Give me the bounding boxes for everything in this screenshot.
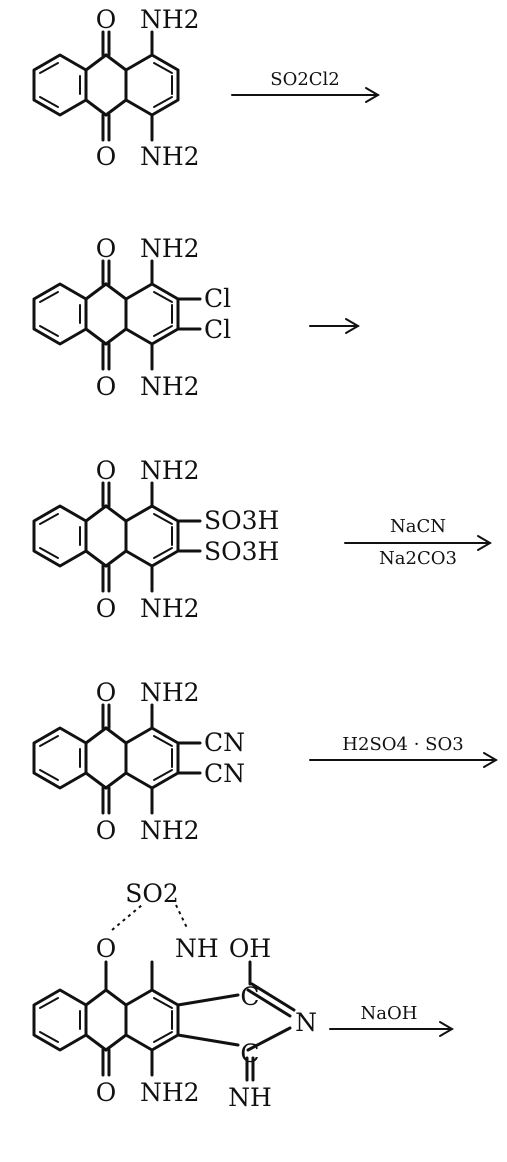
step-1-molecule: O O NH2 NH2 <box>32 5 200 171</box>
ring-carbon-bottom: C <box>240 1039 259 1068</box>
reagent-below: Na2CO3 <box>379 548 457 569</box>
cyano-group-top: CN <box>204 728 245 757</box>
reagent-above: SO2Cl2 <box>270 69 340 90</box>
step-5-reaction-arrow: NaOH <box>329 1003 454 1037</box>
step-3-reaction-arrow: NaCN Na2CO3 <box>344 516 492 569</box>
cyano-group-bottom: CN <box>204 759 245 788</box>
carbonyl-oxygen-bottom: O <box>96 594 117 623</box>
step-4-reaction-arrow: H2SO4 · SO3 <box>309 734 498 768</box>
step-3-molecule: O O NH2 NH2 SO3H SO3H <box>32 456 279 623</box>
ring-nitrogen: N <box>295 1008 317 1037</box>
carbonyl-oxygen-bottom: O <box>96 816 117 845</box>
sulfonic-acid-bottom: SO3H <box>204 537 279 566</box>
carbonyl-oxygen-top: O <box>96 678 117 707</box>
amino-group-bottom: NH2 <box>140 142 200 171</box>
step-1-reaction-arrow: SO2Cl2 <box>231 69 380 103</box>
reagent-above: NaCN <box>390 516 446 537</box>
carbonyl-oxygen-top: O <box>96 234 117 263</box>
carbonyl-oxygen-bottom: O <box>96 142 117 171</box>
reagent-above: NaOH <box>361 1003 418 1024</box>
bridge-imino-group: NH <box>175 934 219 963</box>
ring-carbon-top: C <box>240 982 259 1011</box>
sulfonyl-bridge: SO2 <box>125 879 179 908</box>
step-4-molecule: O O NH2 NH2 CN CN <box>32 678 245 845</box>
sulfonic-acid-top: SO3H <box>204 506 279 535</box>
amino-group-bottom: NH2 <box>140 594 200 623</box>
step-2-reaction-arrow <box>309 318 360 334</box>
step-2-molecule: O O NH2 NH2 Cl Cl <box>32 234 231 401</box>
amino-group-top: NH2 <box>140 678 200 707</box>
carbonyl-oxygen-bottom: O <box>96 1078 117 1107</box>
step-5-molecule: SO2 O NH OH C N C NH O NH2 <box>32 879 317 1112</box>
bridge-oxygen: O <box>96 934 117 963</box>
carbonyl-oxygen-top: O <box>96 5 117 34</box>
amino-group-top: NH2 <box>140 234 200 263</box>
imine-group: NH <box>228 1083 272 1112</box>
hydroxy-group: OH <box>229 934 271 963</box>
chloro-substituent-bottom: Cl <box>204 315 231 344</box>
amino-group-top: NH2 <box>140 456 200 485</box>
amino-group-top: NH2 <box>140 5 200 34</box>
amino-group-bottom: NH2 <box>140 1078 200 1107</box>
chloro-substituent-top: Cl <box>204 284 231 313</box>
amino-group-bottom: NH2 <box>140 372 200 401</box>
amino-group-bottom: NH2 <box>140 816 200 845</box>
carbonyl-oxygen-top: O <box>96 456 117 485</box>
reagent-above: H2SO4 · SO3 <box>342 734 463 755</box>
carbonyl-oxygen-bottom: O <box>96 372 117 401</box>
